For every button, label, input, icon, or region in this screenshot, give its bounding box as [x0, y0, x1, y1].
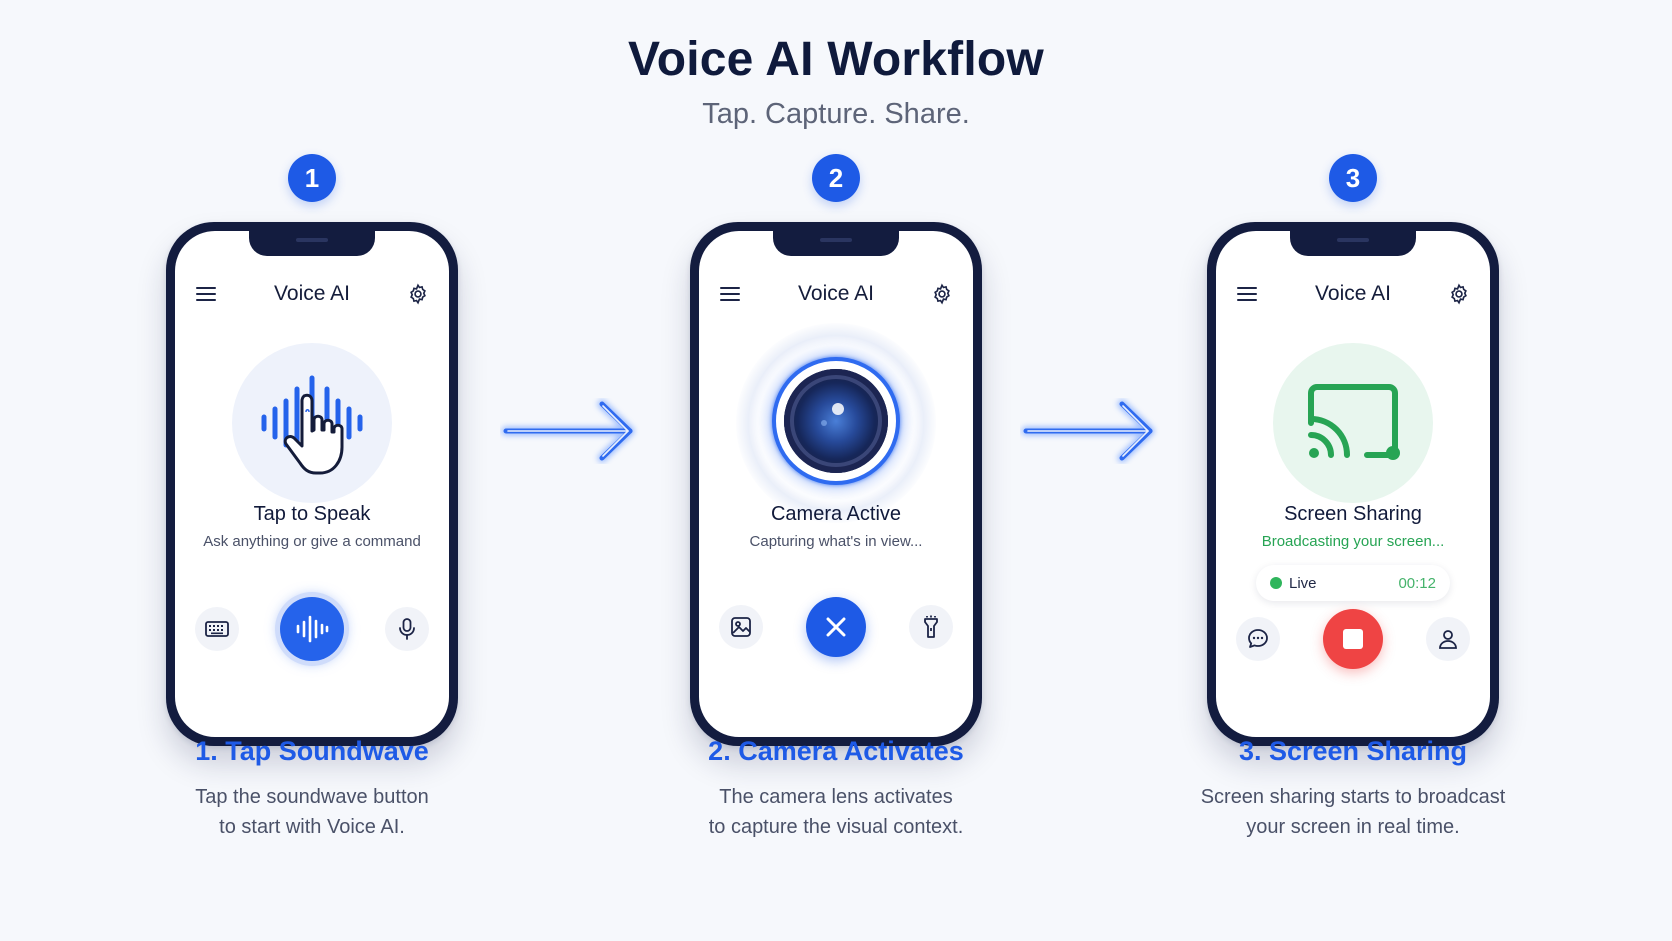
menu-icon[interactable]	[1234, 281, 1260, 307]
phone-screen: Voice AI Tap to Speak Ask anything or gi…	[175, 231, 449, 737]
screen-share-hero	[1273, 343, 1433, 503]
pointing-hand-icon	[283, 393, 344, 475]
keyboard-icon	[205, 621, 229, 637]
phone-notch	[1290, 231, 1416, 256]
soundwave-icon	[296, 615, 329, 643]
control-bar	[1236, 609, 1470, 669]
step-description: The camera lens activates to capture the…	[616, 782, 1056, 842]
live-dot-icon	[1270, 577, 1282, 589]
live-status-pill: Live 00:12	[1256, 565, 1450, 601]
cast-icon	[1308, 384, 1400, 460]
phone-screen: Voice AI Screen Sharing Broadcasting you…	[1216, 231, 1490, 737]
app-bar: Voice AI	[717, 279, 955, 309]
step-description-line: Screen sharing starts to broadcast	[1200, 786, 1506, 808]
control-bar	[195, 597, 429, 661]
microphone-icon	[399, 618, 415, 640]
soundwave-button[interactable]	[280, 597, 344, 661]
participants-button[interactable]	[1426, 617, 1470, 661]
page-title: Voice AI Workflow	[628, 33, 1044, 86]
step-number-badge: 3	[1329, 154, 1377, 202]
arrow-right-icon	[1021, 399, 1155, 463]
phone-screen: Voice AI Camera Active Capturing what's …	[699, 231, 973, 737]
gear-icon[interactable]	[1446, 281, 1472, 307]
card-title: Screen Sharing	[1284, 503, 1422, 525]
app-title: Voice AI	[274, 282, 350, 305]
keyboard-button[interactable]	[195, 607, 239, 651]
close-icon	[826, 617, 846, 637]
camera-lens-icon	[784, 369, 888, 473]
close-camera-button[interactable]	[806, 597, 866, 657]
card-title: Camera Active	[770, 503, 902, 525]
step-description: Tap the soundwave button to start with V…	[92, 782, 532, 842]
step-heading: 2. Camera Activates	[708, 736, 964, 766]
camera-lens-ring	[772, 357, 900, 485]
live-timer: 00:12	[1398, 574, 1436, 592]
stop-icon	[1343, 629, 1363, 649]
page-subtitle: Tap. Capture. Share.	[702, 98, 970, 130]
microphone-button[interactable]	[385, 607, 429, 651]
step-heading: 3. Screen Sharing	[1238, 736, 1468, 766]
step-description-line: your screen in real time.	[1246, 816, 1460, 838]
chat-button[interactable]	[1236, 617, 1280, 661]
app-bar: Voice AI	[1234, 279, 1472, 309]
menu-icon[interactable]	[193, 281, 219, 307]
step-3: 3 Voice AI Screen Sharing Broadcasting y…	[1183, 0, 1523, 941]
live-indicator: Live	[1270, 575, 1317, 592]
person-icon	[1439, 630, 1457, 649]
step-number-badge: 1	[288, 154, 336, 202]
gallery-button[interactable]	[719, 605, 763, 649]
step-description: Screen sharing starts to broadcast your …	[1133, 782, 1573, 842]
image-icon	[731, 617, 751, 637]
step-1: 1 Voice AI Tap to Speak Ask anything or …	[142, 0, 482, 941]
phone-frame: Voice AI Tap to Speak Ask anything or gi…	[166, 222, 458, 746]
chat-icon	[1248, 629, 1268, 648]
phone-notch	[249, 231, 375, 256]
step-description-line: Tap the soundwave button	[195, 786, 429, 808]
step-heading: 1. Tap Soundwave	[195, 736, 429, 766]
phone-notch	[773, 231, 899, 256]
stop-sharing-button[interactable]	[1323, 609, 1383, 669]
menu-icon[interactable]	[717, 281, 743, 307]
app-title: Voice AI	[1315, 282, 1391, 305]
arrow-right-icon	[501, 399, 635, 463]
step-2: 2 Voice AI Camera Active Capturing what'…	[666, 0, 1006, 941]
card-subtitle: Broadcasting your screen...	[1261, 533, 1445, 550]
control-bar	[719, 597, 953, 657]
step-description-line: to capture the visual context.	[708, 816, 964, 838]
app-bar: Voice AI	[193, 279, 431, 309]
step-description-line: to start with Voice AI.	[219, 816, 405, 838]
flashlight-icon	[924, 615, 938, 638]
card-subtitle: Ask anything or give a command	[203, 533, 421, 550]
app-title: Voice AI	[798, 282, 874, 305]
gear-icon[interactable]	[405, 281, 431, 307]
step-description-line: The camera lens activates	[719, 786, 953, 808]
phone-frame: Voice AI Camera Active Capturing what's …	[690, 222, 982, 746]
gear-icon[interactable]	[929, 281, 955, 307]
card-subtitle: Capturing what's in view...	[749, 533, 923, 550]
flashlight-button[interactable]	[909, 605, 953, 649]
live-label: Live	[1289, 574, 1317, 592]
phone-frame: Voice AI Screen Sharing Broadcasting you…	[1207, 222, 1499, 746]
card-title: Tap to Speak	[253, 503, 371, 525]
step-number-badge: 2	[812, 154, 860, 202]
